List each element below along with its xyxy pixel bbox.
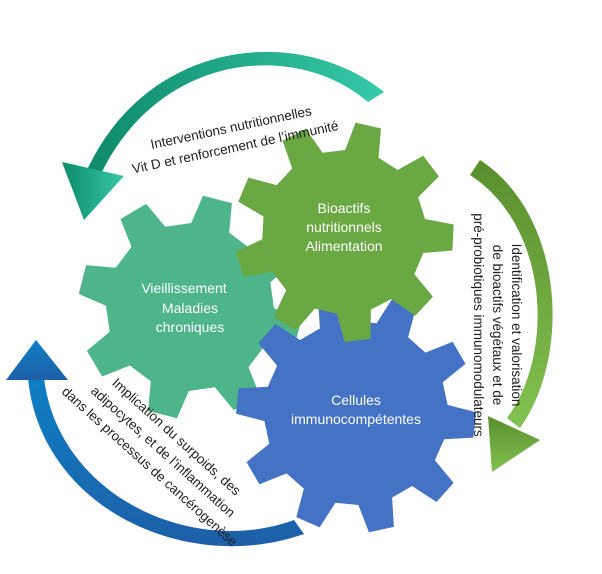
arrow-right-head: [488, 416, 540, 472]
arrow-top-band: [88, 51, 384, 174]
arrow-right: [470, 160, 553, 472]
arrow-right-band: [470, 160, 553, 428]
gear-layer: [78, 122, 476, 533]
arrow-right-line1: Identification et valorisation: [509, 244, 524, 407]
arrow-top-head: [62, 162, 124, 220]
arrow-right-label: Identification et valorisation de bioact…: [471, 213, 524, 437]
gear-cells-line2: immunocompétentes: [291, 411, 421, 427]
gear-aging-label: Vieillissement Maladies chroniques: [141, 280, 226, 335]
gear-bioactives-line3: Alimentation: [305, 238, 382, 254]
gear-aging-line3: chroniques: [156, 319, 225, 335]
gear-bioactives-line1: Bioactifs: [318, 200, 371, 216]
arrow-right-line2: de bioactifs végétaux et de: [490, 245, 505, 406]
gear-aging-line1: Vieillissement: [141, 280, 226, 296]
gear-cells: [236, 293, 476, 533]
gear-cells-line1: Cellules: [331, 392, 381, 408]
gear-bioactives: [235, 122, 454, 342]
arrow-left: [6, 340, 304, 547]
arrow-right-line3: pré-probiotiques immunomodulateurs: [471, 213, 486, 437]
gear-bioactives-line2: nutritionnels: [306, 219, 382, 235]
arrow-left-head: [6, 340, 68, 380]
arrow-top: [62, 51, 384, 220]
gear-cells-label: Cellules immunocompétentes: [291, 392, 421, 427]
gear-aging-line2: Maladies: [162, 300, 218, 316]
arrow-left-band: [28, 378, 304, 547]
gear-bioactives-label: Bioactifs nutritionnels Alimentation: [305, 200, 382, 254]
